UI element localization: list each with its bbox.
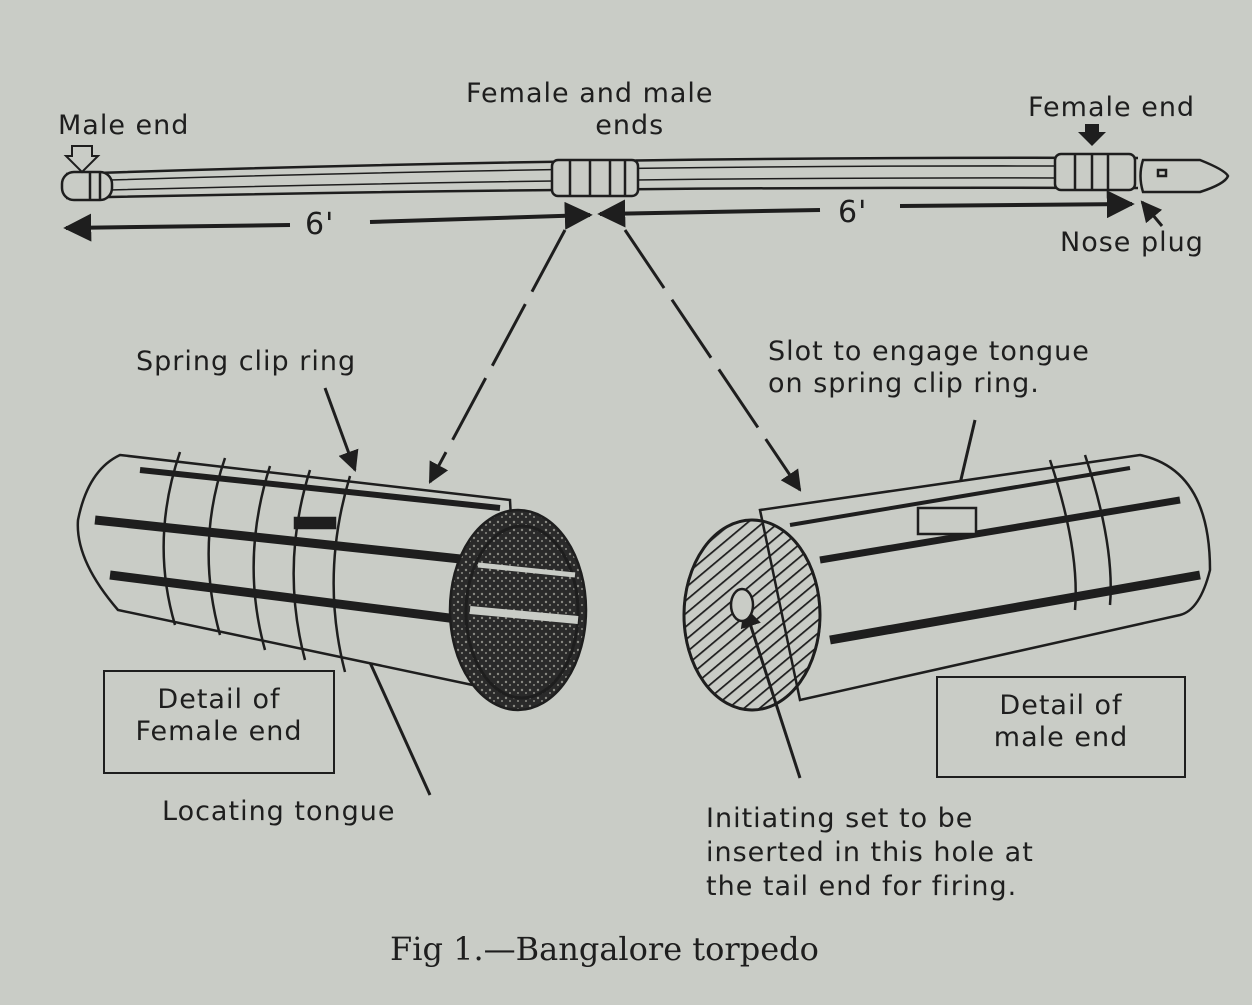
initiating-set-label: Initiating set to be inserted in this ho… <box>706 802 1034 903</box>
nose-plug-line-2: plug <box>1141 227 1204 258</box>
detail-male-line-1: Detail of <box>999 690 1123 721</box>
end-markers <box>63 124 1106 174</box>
slot-to-engage-line-1: Slot to engage tongue <box>768 336 1090 367</box>
female-end-detail <box>76 451 588 712</box>
male-end-label: Male end <box>58 110 190 141</box>
initiating-set-line-3: the tail end for firing. <box>706 870 1018 902</box>
detail-male-box: Detail of male end <box>936 676 1186 778</box>
slot-to-engage-label: Slot to engage tongue on spring clip rin… <box>768 336 1090 401</box>
length-left-label: 6' <box>305 207 335 242</box>
female-and-male-ends-line-1: Female and male <box>466 78 714 109</box>
figure-caption: Fig 1.—Bangalore torpedo <box>390 930 819 968</box>
slot-to-engage-line-2: on spring clip ring. <box>768 368 1040 400</box>
detail-female-box: Detail of Female end <box>103 670 335 774</box>
female-and-male-ends-line-2: ends <box>595 110 665 142</box>
female-and-male-ends-label: Female and male ends <box>466 78 714 143</box>
detail-male-line-2: male end <box>993 722 1129 754</box>
male-end-detail <box>682 453 1212 712</box>
spring-clip-ring-label: Spring clip ring <box>136 346 357 377</box>
initiating-set-line-1: Initiating set to be <box>706 803 974 834</box>
dimension-arrows <box>63 190 1135 242</box>
female-end-label: Female end <box>1028 92 1196 123</box>
initiating-set-line-2: inserted in this hole at <box>706 836 1034 868</box>
detail-female-line-2: Female end <box>135 716 303 748</box>
detail-female-line-1: Detail of <box>157 684 281 715</box>
length-right-label: 6' <box>838 195 868 230</box>
nose-plug-line-1: Nose <box>1060 227 1132 258</box>
locating-tongue-label: Locating tongue <box>162 796 396 827</box>
torpedo-tube <box>60 152 1230 202</box>
nose-plug-label: Nose plug <box>1060 227 1204 259</box>
